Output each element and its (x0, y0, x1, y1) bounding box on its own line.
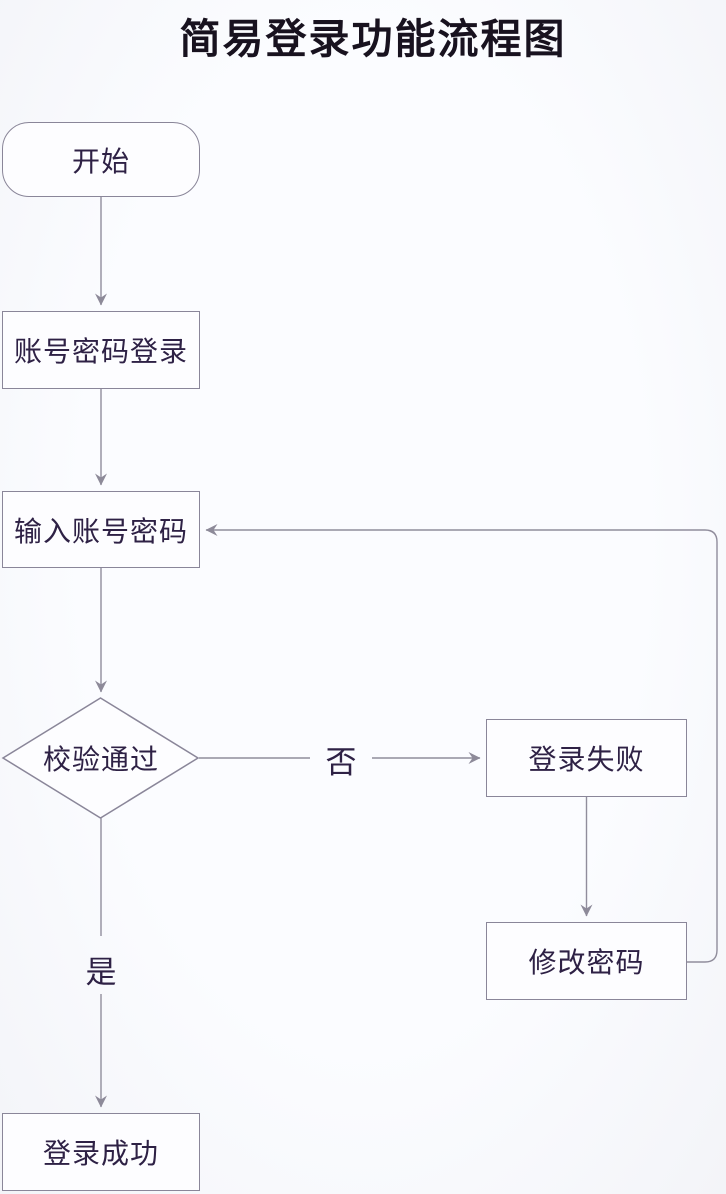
node-change-password: 修改密码 (486, 922, 687, 1000)
node-account-password-login-label: 账号密码登录 (13, 336, 188, 367)
node-input-account-password: 输入账号密码 (2, 491, 200, 568)
node-verify-passed: 校验通过 (11, 738, 191, 778)
node-start-label: 开始 (71, 145, 130, 177)
edge-change-password-to-input (205, 524, 718, 963)
node-account-password-login: 账号密码登录 (2, 311, 200, 389)
node-start: 开始 (2, 122, 200, 197)
node-login-failed: 登录失败 (486, 719, 687, 797)
node-verify-passed-label: 校验通过 (42, 744, 159, 775)
edge-label-no: 否 (325, 745, 357, 780)
node-login-success-label: 登录成功 (42, 1138, 159, 1169)
page-title: 简易登录功能流程图 (179, 16, 567, 62)
edge-label-yes: 是 (85, 955, 117, 990)
node-login-failed-label: 登录失败 (528, 744, 645, 775)
node-change-password-label: 修改密码 (528, 947, 645, 978)
node-login-success: 登录成功 (2, 1113, 200, 1191)
node-input-account-password-label: 输入账号密码 (13, 515, 188, 547)
